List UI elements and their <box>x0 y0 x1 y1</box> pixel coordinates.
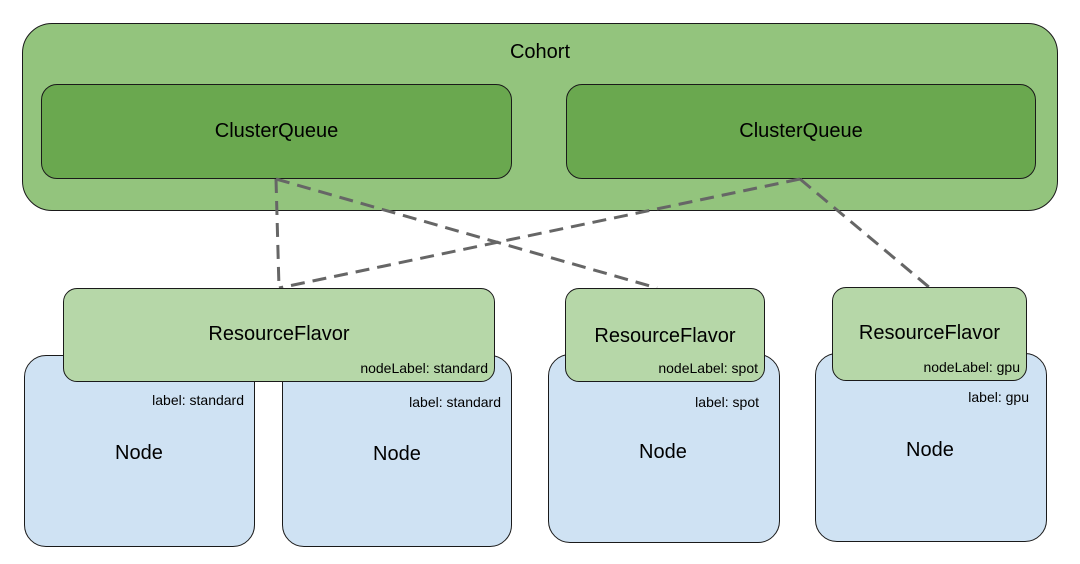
node-standard-1: label: standard Node <box>24 355 255 547</box>
resource-flavor-gpu-node-label: nodeLabel: gpu <box>923 359 1020 375</box>
connector-cq2-rf-gpu <box>799 177 931 290</box>
resource-flavor-gpu-title: ResourceFlavor <box>858 322 1001 344</box>
node-spot-title: Node <box>639 441 687 463</box>
node-standard-1-label: label: standard <box>152 392 244 408</box>
node-spot: label: spot Node <box>548 354 780 543</box>
node-gpu-label: label: gpu <box>968 389 1029 405</box>
cluster-queue-1-label: ClusterQueue <box>214 120 339 142</box>
resource-flavor-spot-node-label: nodeLabel: spot <box>658 360 758 376</box>
resource-flavor-gpu: ResourceFlavor nodeLabel: gpu <box>832 287 1027 381</box>
node-spot-label: label: spot <box>695 394 759 410</box>
cohort-title: Cohort <box>509 41 571 63</box>
resource-flavor-standard-title: ResourceFlavor <box>208 323 350 345</box>
node-standard-2: label: standard Node <box>282 355 512 547</box>
node-standard-1-title: Node <box>115 442 163 464</box>
resource-flavor-spot-title: ResourceFlavor <box>594 325 736 347</box>
node-gpu-title: Node <box>906 439 954 461</box>
connector-cq2-rf-standard <box>278 177 801 290</box>
cluster-queue-2-label: ClusterQueue <box>739 120 863 142</box>
node-standard-2-title: Node <box>373 443 421 465</box>
resource-flavor-standard: ResourceFlavor nodeLabel: standard <box>63 288 495 382</box>
resource-flavor-spot: ResourceFlavor nodeLabel: spot <box>565 288 765 382</box>
cluster-queue-1: ClusterQueue <box>41 84 512 179</box>
node-gpu: label: gpu Node <box>815 353 1047 542</box>
cluster-queue-2: ClusterQueue <box>566 84 1036 179</box>
connector-cq1-rf-standard <box>274 178 281 289</box>
resource-flavor-standard-node-label: nodeLabel: standard <box>360 360 488 376</box>
connector-cq1-rf-spot <box>275 177 658 290</box>
node-standard-2-label: label: standard <box>409 394 501 410</box>
